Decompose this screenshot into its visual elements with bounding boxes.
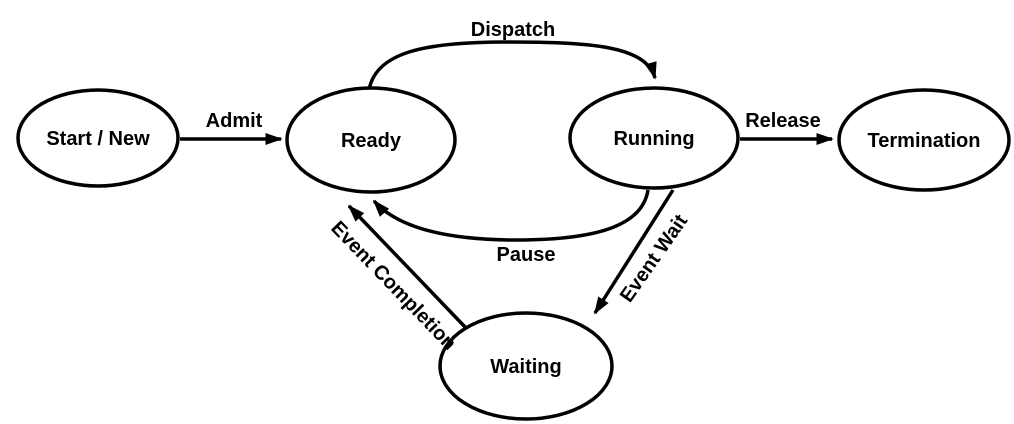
state-ellipse-termination [837,88,1011,192]
state-ellipse-running [568,86,740,190]
transition-label-event-wait: Event Wait [616,210,692,306]
state-label-ready: Ready [341,130,402,152]
state-ellipse-start-new [16,88,180,188]
transition-label-event-completion: Event Completion [326,217,460,355]
state-ellipse-ready [285,86,457,194]
state-label-running: Running [613,128,694,150]
state-ellipse-waiting [438,311,614,421]
state-label-termination: Termination [868,130,981,152]
transition-event-completion-arrow [347,204,468,330]
transition-label-admit: Admit [206,110,263,132]
transition-dispatch-arrow [367,40,657,91]
transition-label-release: Release [745,110,821,132]
transition-label-dispatch: Dispatch [471,19,555,41]
transition-label-pause: Pause [497,244,556,266]
transition-pause-arrow [372,189,650,242]
state-label-waiting: Waiting [490,356,561,378]
state-label-start-new: Start / New [46,128,150,150]
transition-event-wait-arrow [593,189,675,315]
